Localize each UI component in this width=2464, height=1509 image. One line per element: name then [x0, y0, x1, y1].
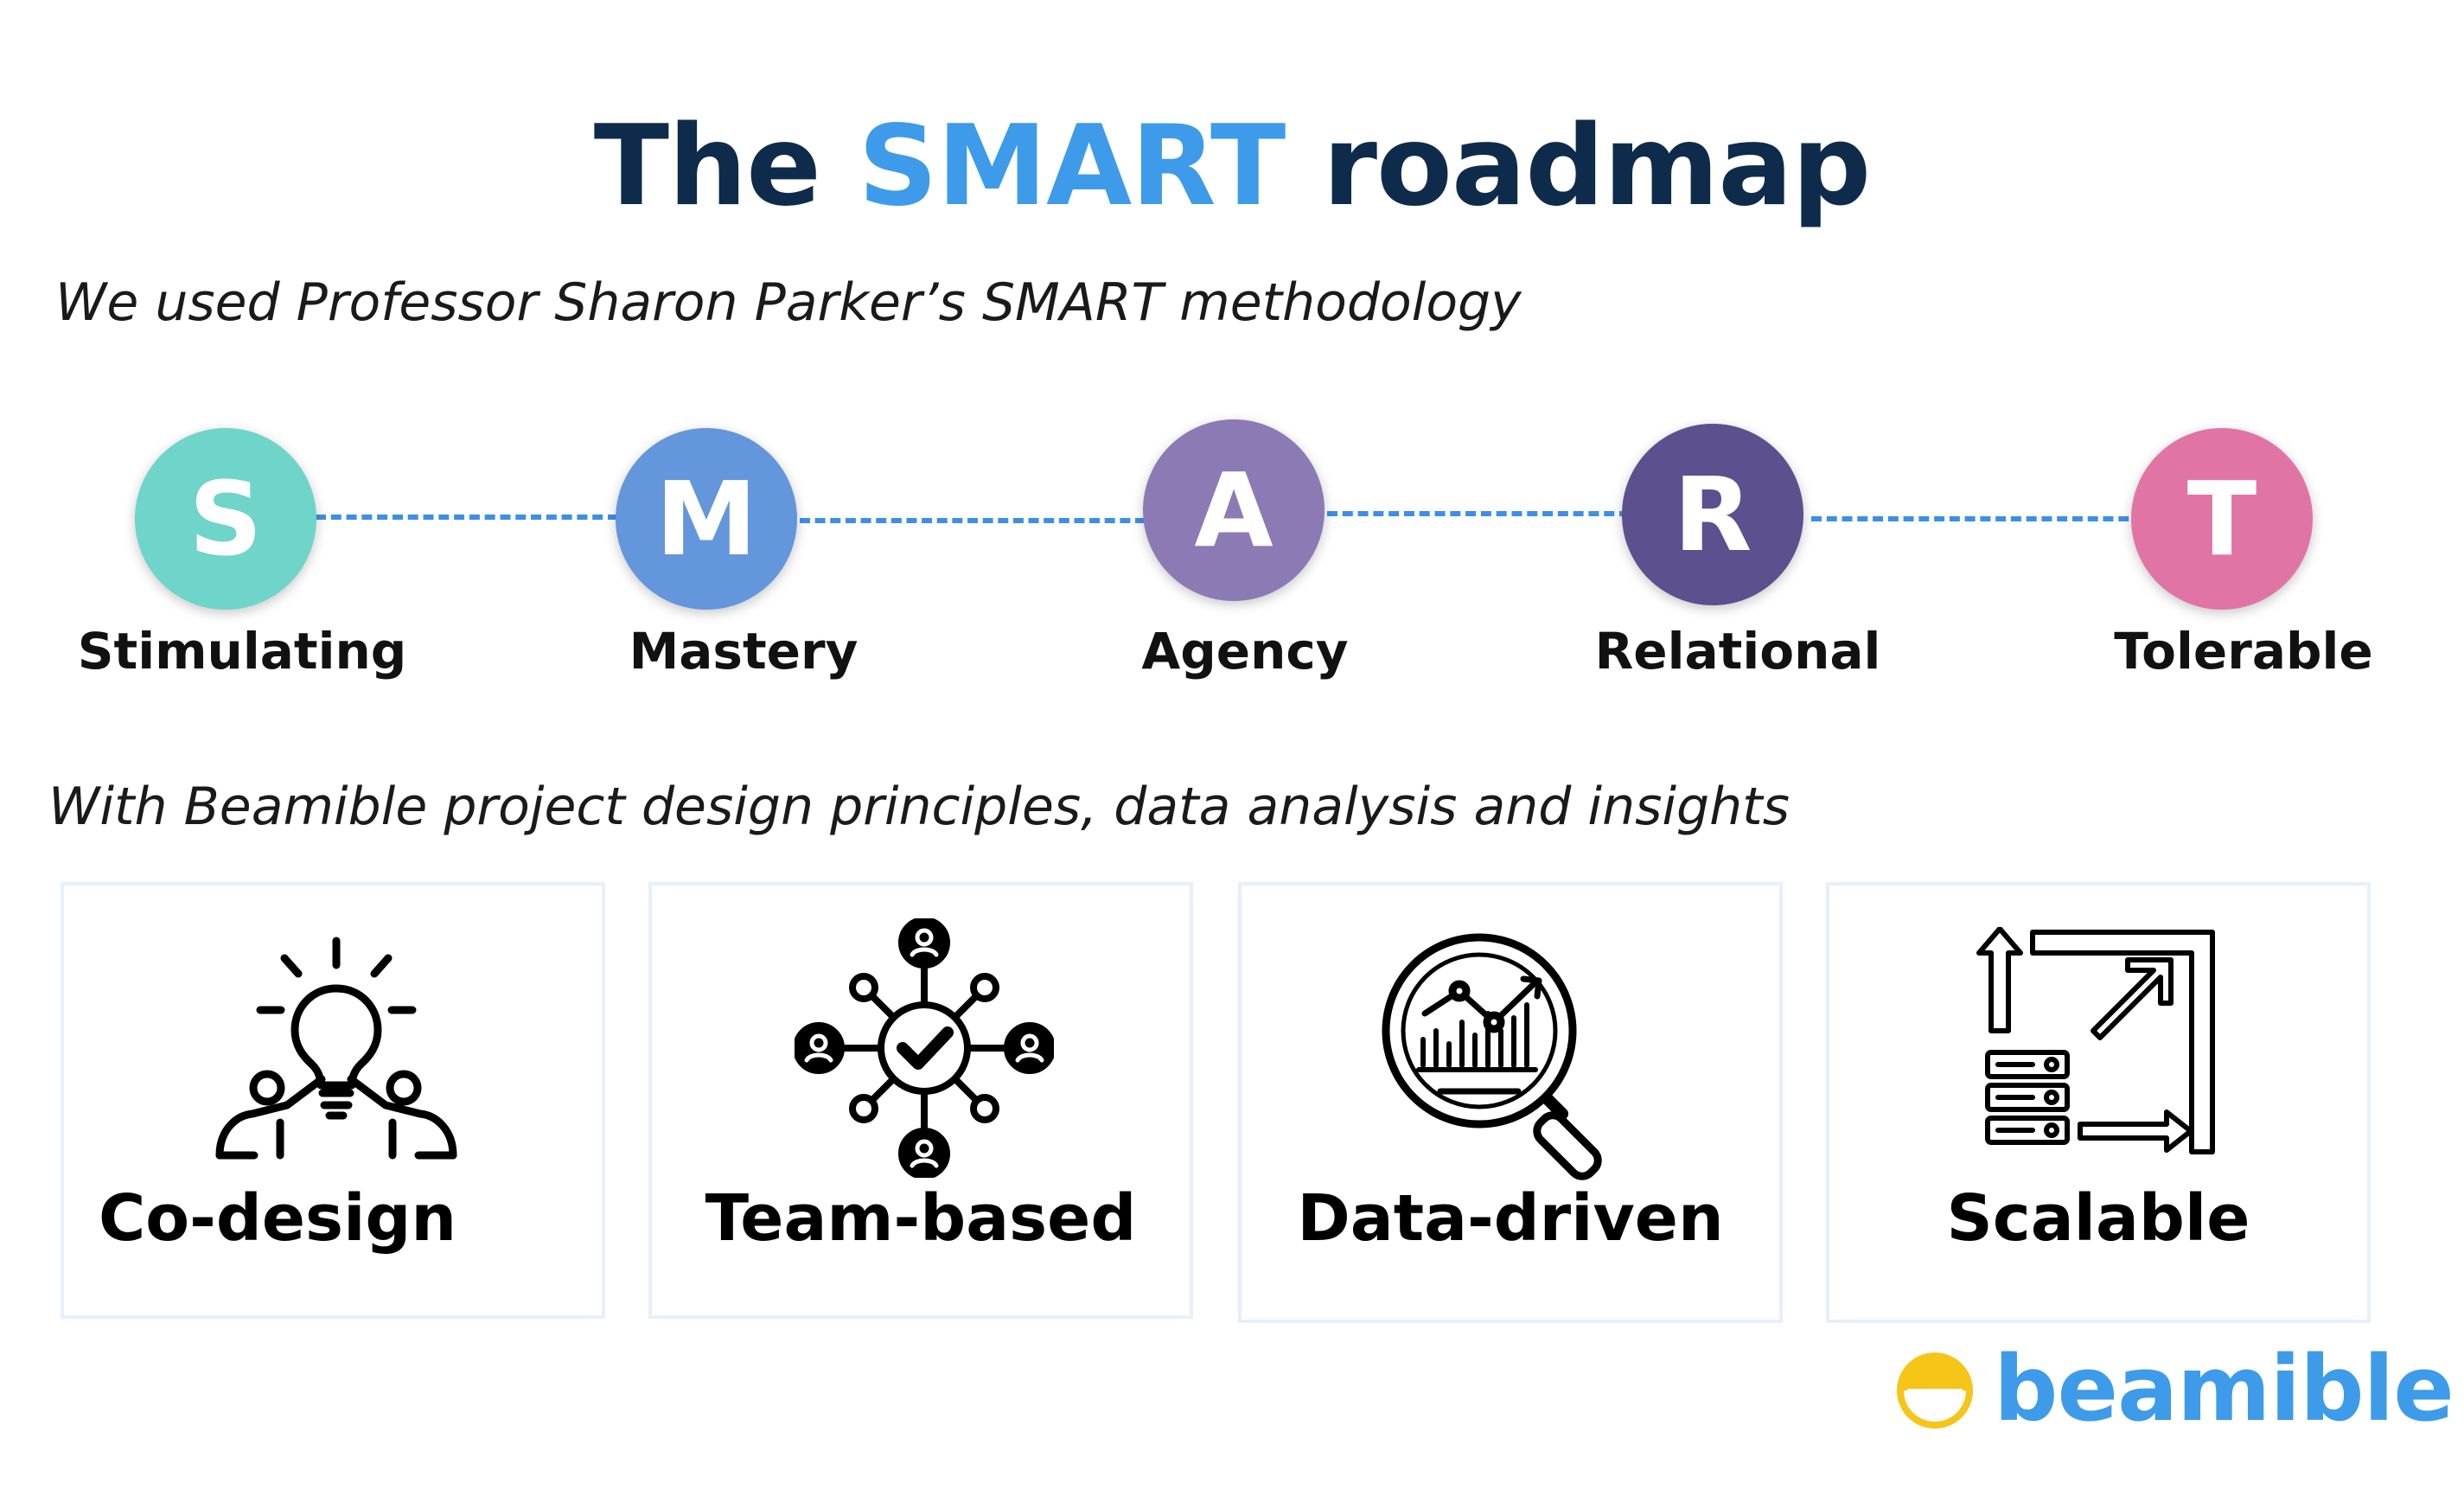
principle-card-co-design: Co-design	[61, 882, 605, 1319]
connector-r-t	[1811, 516, 2144, 521]
step-circle-m: M	[616, 428, 797, 610]
magnifier-chart-icon	[1382, 933, 1602, 1180]
step-label-agency: Agency	[1141, 622, 1349, 681]
lightbulb-collaboration-icon	[215, 937, 457, 1160]
beamible-smile-icon	[1897, 1352, 1973, 1429]
beamible-logo: beamible	[1892, 1337, 2454, 1442]
title-accent: SMART	[858, 102, 1286, 231]
step-label-relational: Relational	[1594, 622, 1881, 681]
title-suffix: roadmap	[1322, 102, 1871, 231]
principle-card-team-based: Team-based	[648, 882, 1193, 1319]
principle-label-team-based: Team-based	[705, 1181, 1137, 1256]
step-circle-t: T	[2131, 428, 2313, 610]
server-scale-arrows-icon	[1976, 927, 2215, 1154]
step-label-stimulating: Stimulating	[77, 622, 407, 681]
connector-a-r	[1327, 511, 1630, 516]
methodology-subtitle: We used Professor Sharon Parker’s SMART …	[55, 272, 1522, 333]
principle-label-scalable: Scalable	[1946, 1181, 2250, 1256]
principle-card-data-driven: Data-driven	[1238, 882, 1783, 1323]
step-circle-a: A	[1143, 419, 1325, 601]
step-circle-r: R	[1622, 424, 1803, 605]
title-prefix: The	[593, 102, 821, 231]
step-label-tolerable: Tolerable	[2114, 622, 2373, 681]
page-title: The SMART roadmap	[0, 102, 2464, 232]
principle-card-scalable: Scalable	[1826, 882, 2371, 1323]
team-network-icon	[795, 918, 1054, 1178]
connector-m-a	[800, 518, 1146, 523]
beamible-wordmark: beamible	[1994, 1336, 2454, 1442]
principles-subtitle: With Beamible project design principles,…	[48, 777, 1790, 837]
connector-s-m	[316, 515, 618, 520]
principle-label-co-design: Co-design	[99, 1181, 457, 1256]
principle-label-data-driven: Data-driven	[1297, 1181, 1724, 1256]
step-label-mastery: Mastery	[629, 622, 859, 681]
step-circle-s: S	[135, 428, 316, 610]
